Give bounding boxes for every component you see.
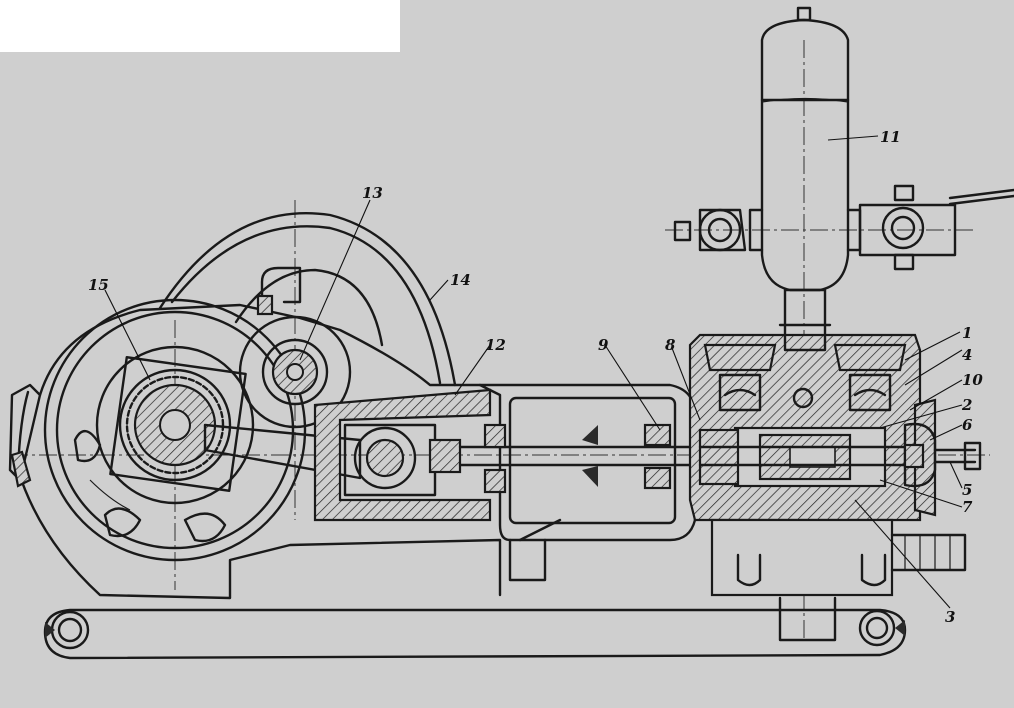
label-7: 7 (962, 498, 973, 516)
cylinder-cover (903, 398, 982, 517)
label-10: 10 (962, 371, 983, 389)
label-12: 12 (485, 336, 506, 354)
label-15: 15 (88, 276, 109, 294)
label-4: 4 (962, 346, 972, 364)
connecting-rod (203, 423, 417, 490)
air-chamber (673, 6, 1014, 352)
label-2: 2 (961, 396, 972, 414)
valves (703, 343, 907, 412)
label-5: 5 (962, 481, 972, 499)
pinion (238, 315, 352, 429)
label-6: 6 (962, 416, 973, 434)
label-1: 1 (962, 324, 972, 342)
leader-lines (104, 135, 963, 609)
distance-piece (478, 383, 697, 582)
blank-corner (0, 0, 400, 52)
label-9: 9 (598, 336, 609, 354)
breather (256, 266, 302, 316)
base-frame (43, 596, 907, 660)
fluid-end (688, 333, 967, 597)
crosshead-guide (313, 388, 702, 522)
label-14: 14 (450, 271, 471, 289)
label-3: 3 (945, 608, 955, 626)
gear-housing (8, 298, 502, 600)
label-11: 11 (880, 128, 901, 146)
crank-gear (109, 356, 247, 492)
label-8: 8 (665, 336, 676, 354)
label-13: 13 (362, 184, 383, 202)
